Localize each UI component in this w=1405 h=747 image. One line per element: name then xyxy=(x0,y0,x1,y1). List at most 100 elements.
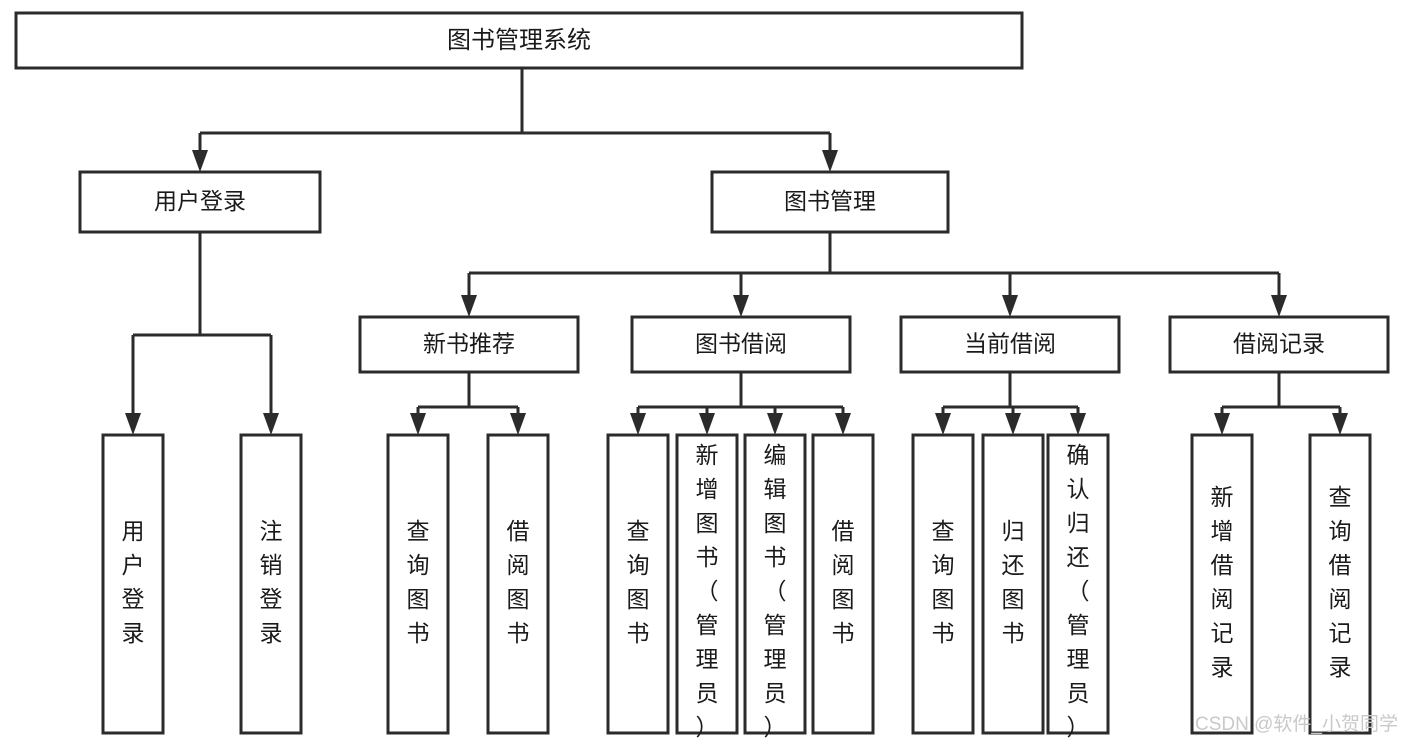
node-leaf-return-book-label-char: 书 xyxy=(1002,620,1025,646)
node-leaf-query-book-rec-label-char: 查 xyxy=(407,518,430,544)
node-book-borrow[interactable]: 图书借阅 xyxy=(630,315,852,374)
node-root-system[interactable]: 图书管理系统 xyxy=(14,11,1024,70)
node-user-login-rect[interactable] xyxy=(78,170,322,234)
arrow-head-icon xyxy=(935,413,951,435)
node-current-borrow-label: 当前借阅 xyxy=(964,331,1056,357)
node-borrow-record-rect[interactable] xyxy=(1168,315,1390,374)
node-leaf-query-record-label-char: 录 xyxy=(1329,654,1352,680)
arrow-head-icon xyxy=(835,413,851,435)
node-leaf-query-book-rec-label-char: 询 xyxy=(407,552,430,578)
connector-newbookrec-to-leaves xyxy=(410,372,526,435)
node-leaf-borrow-book-rec-label-char: 书 xyxy=(507,620,530,646)
node-leaf-query-record-label-char: 记 xyxy=(1329,620,1352,646)
node-leaf-query-record-rect[interactable] xyxy=(1308,433,1372,735)
node-leaf-return-book-label-char: 还 xyxy=(1002,552,1025,578)
node-leaf-logout-label-char: 注 xyxy=(260,518,283,544)
node-leaf-confirm-return-label-char: 认 xyxy=(1067,476,1090,502)
arrow-head-icon xyxy=(1070,413,1086,435)
node-leaf-add-record-label-char: 新 xyxy=(1211,484,1234,510)
node-leaf-edit-book-label-char: （ xyxy=(764,578,787,604)
node-leaf-add-book-label-char: ） xyxy=(696,714,719,740)
arrow-head-icon xyxy=(1271,295,1287,317)
node-leaf-query-record-label-char: 询 xyxy=(1329,518,1352,544)
node-leaf-confirm-return-label-char: ） xyxy=(1067,714,1090,740)
arrow-head-icon xyxy=(1332,413,1348,435)
node-leaf-logout-label-char: 登 xyxy=(260,586,283,612)
connector-bookborrow-to-leaves xyxy=(630,372,851,435)
node-leaf-user-login-label-char: 用 xyxy=(122,518,145,544)
node-book-borrow-label: 图书借阅 xyxy=(695,331,787,357)
node-leaf-query-record-label-char: 阅 xyxy=(1329,586,1352,612)
node-borrow-record[interactable]: 借阅记录 xyxy=(1168,315,1390,374)
node-leaf-return-book-rect[interactable] xyxy=(981,433,1045,735)
node-leaf-add-book-label-char: 管 xyxy=(696,612,719,638)
node-leaf-borrow-book-rec-rect[interactable] xyxy=(486,433,550,735)
node-new-book-rec-rect[interactable] xyxy=(358,315,580,374)
node-leaf-confirm-return-label-char: 员 xyxy=(1067,680,1090,706)
node-book-manage-label: 图书管理 xyxy=(784,188,876,214)
node-leaf-edit-book-label-char: 编 xyxy=(764,442,787,468)
node-leaf-edit-book-label-char: 理 xyxy=(764,646,787,672)
arrow-head-icon xyxy=(1214,413,1230,435)
node-book-manage-rect[interactable] xyxy=(710,170,950,234)
node-leaf-user-login-rect[interactable] xyxy=(101,433,165,735)
node-leaf-borrow-book-label-char: 借 xyxy=(832,518,855,544)
node-leaf-add-book-label-char: 理 xyxy=(696,646,719,672)
node-new-book-rec[interactable]: 新书推荐 xyxy=(358,315,580,374)
node-book-borrow-rect[interactable] xyxy=(630,315,852,374)
node-leaf-query-book-cur-rect[interactable] xyxy=(911,433,975,735)
node-new-book-rec-label: 新书推荐 xyxy=(423,331,515,357)
node-leaf-confirm-return-rect[interactable] xyxy=(1046,433,1110,735)
node-leaf-borrow-book-label-char: 书 xyxy=(832,620,855,646)
node-leaf-borrow-book-label-char: 阅 xyxy=(832,552,855,578)
arrow-head-icon xyxy=(1002,295,1018,317)
node-book-manage[interactable]: 图书管理 xyxy=(710,170,950,234)
node-root-system-rect[interactable] xyxy=(14,11,1024,70)
node-current-borrow-rect[interactable] xyxy=(899,315,1121,374)
node-leaf-query-book-cur-label-char: 查 xyxy=(932,518,955,544)
node-leaf-query-record-label-char: 查 xyxy=(1329,484,1352,510)
arrow-head-icon xyxy=(699,413,715,435)
node-leaf-query-book-borrow-label-char: 询 xyxy=(627,552,650,578)
connector-root-to-level1 xyxy=(192,68,838,172)
node-leaf-query-book-borrow-label-char: 查 xyxy=(627,518,650,544)
node-leaf-add-record-label-char: 阅 xyxy=(1211,586,1234,612)
node-leaf-user-login-label-char: 登 xyxy=(122,586,145,612)
node-leaf-logout-rect[interactable] xyxy=(239,433,303,735)
node-leaf-logout-label-char: 销 xyxy=(260,552,283,578)
node-current-borrow[interactable]: 当前借阅 xyxy=(899,315,1121,374)
node-leaf-borrow-book-rec-label-char: 阅 xyxy=(507,552,530,578)
node-leaf-confirm-return-label-char: 确 xyxy=(1067,442,1090,468)
node-leaf-add-book-label-char: 员 xyxy=(696,680,719,706)
arrow-head-icon xyxy=(410,413,426,435)
node-leaf-add-book-rect[interactable] xyxy=(675,433,739,735)
node-leaf-add-book-label-char: 书 xyxy=(696,544,719,570)
node-leaf-add-record-label-char: 借 xyxy=(1211,552,1234,578)
node-leaf-add-book-label-char: （ xyxy=(696,578,719,604)
node-leaf-query-book-rec-rect[interactable] xyxy=(386,433,450,735)
node-leaf-add-record-rect[interactable] xyxy=(1190,433,1254,735)
node-leaf-edit-book-rect[interactable] xyxy=(743,433,807,735)
node-leaf-confirm-return-label-char: 理 xyxy=(1067,646,1090,672)
node-leaf-user-login[interactable]: 用户登录 xyxy=(101,433,165,735)
node-user-login[interactable]: 用户登录 xyxy=(78,170,322,234)
node-leaf-borrow-book-rect[interactable] xyxy=(811,433,875,735)
node-leaf-query-book-rec-label-char: 图 xyxy=(407,586,430,612)
node-leaf-edit-book-label-char: 管 xyxy=(764,612,787,638)
connector-currentborrow-to-leaves xyxy=(935,372,1086,435)
node-leaf-query-book-cur-label-char: 询 xyxy=(932,552,955,578)
node-leaf-query-book-borrow-rect[interactable] xyxy=(606,433,670,735)
